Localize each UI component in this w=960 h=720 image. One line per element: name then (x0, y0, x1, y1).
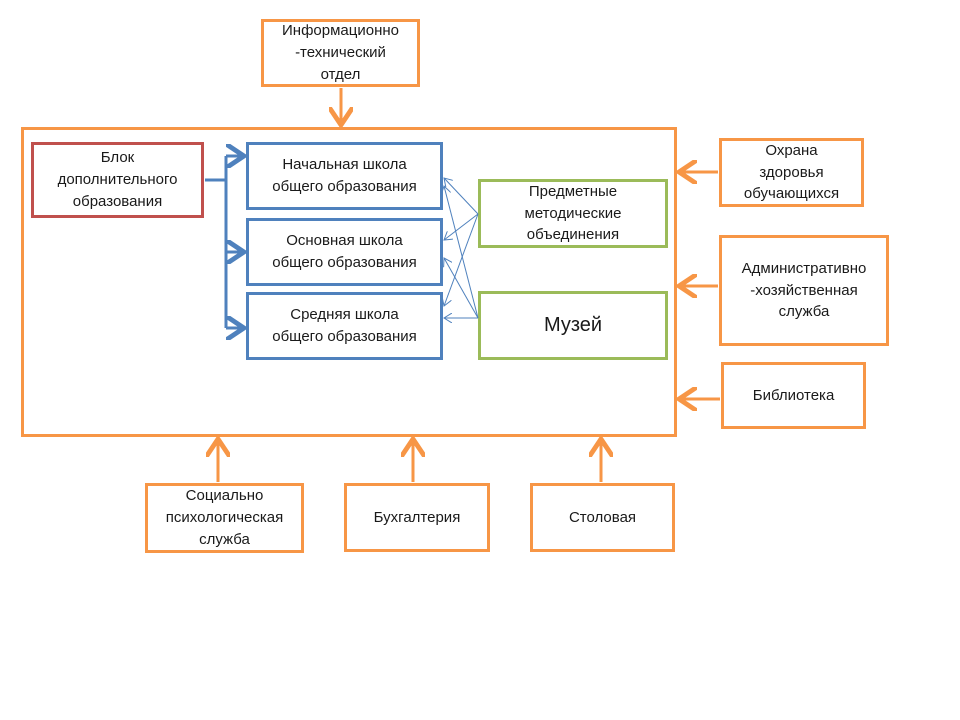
accounting-box: Бухгалтерия (344, 483, 490, 552)
it-department-box: Информационно -технический отдел (261, 19, 420, 87)
secondary-school-box: Средняя школа общего образования (246, 292, 443, 360)
additional-education-box: Блок дополнительного образования (31, 142, 204, 218)
social-psych-service-box: Социально психологическая служба (145, 483, 304, 553)
health-protection-box: Охрана здоровья обучающихся (719, 138, 864, 207)
canteen-box: Столовая (530, 483, 675, 552)
library-box: Библиотека (721, 362, 866, 429)
primary-school-box: Начальная школа общего образования (246, 142, 443, 210)
method-associations-box: Предметные методические объединения (478, 179, 668, 248)
museum-box: Музей (478, 291, 668, 360)
admin-service-box: Административно -хозяйственная служба (719, 235, 889, 346)
basic-school-box: Основная школа общего образования (246, 218, 443, 286)
